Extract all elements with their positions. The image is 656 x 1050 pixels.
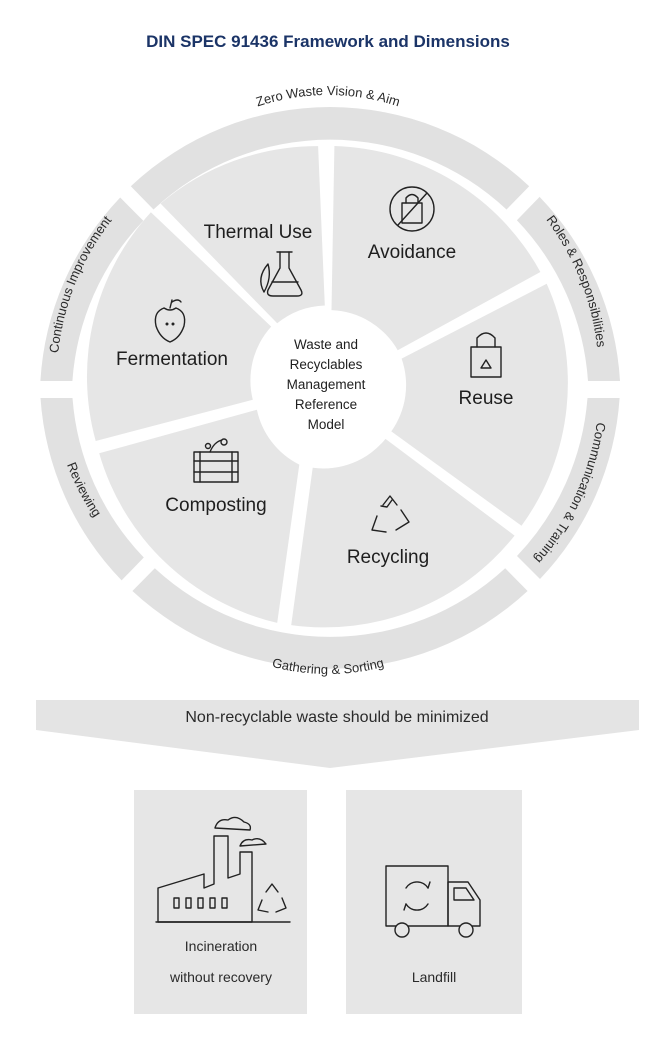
ring-segment-reviewing	[40, 398, 144, 581]
segment-composting[interactable]	[99, 409, 300, 623]
segment-reuse[interactable]	[391, 283, 568, 526]
segment-avoidance[interactable]	[331, 146, 541, 351]
apple-core-icon	[154, 299, 186, 343]
ring-segment-zero-waste	[130, 107, 530, 210]
shopping-bag-crossed-icon	[389, 186, 435, 232]
recycle-icon	[371, 495, 410, 533]
landfill-label: Landfill	[412, 969, 456, 985]
factory-icon	[155, 816, 291, 923]
center-line-3: Management	[287, 377, 366, 392]
segment-label-thermal-use: Thermal Use	[204, 222, 313, 243]
segment-thermal-use[interactable]	[160, 146, 325, 324]
ring-segment-roles	[516, 196, 620, 381]
center-line-2: Recyclables	[290, 357, 363, 372]
center-circle	[253, 312, 399, 458]
segment-label-composting: Composting	[165, 495, 266, 516]
ring-label-zero-waste: Zero Waste Vision & Aim	[254, 83, 402, 109]
segment-label-fermentation: Fermentation	[116, 349, 228, 370]
ring-segment-continuous	[40, 197, 144, 381]
incineration-label-line-1: Incineration	[185, 938, 257, 954]
segment-label-avoidance: Avoidance	[368, 242, 456, 263]
ring-label-gathering: Gathering & Sorting	[271, 655, 386, 677]
reusable-bag-icon	[470, 332, 502, 378]
center-line-1: Waste and	[294, 337, 358, 352]
flask-leaf-icon	[260, 251, 303, 297]
incineration-label-line-2: without recovery	[169, 969, 272, 985]
recycling-truck-icon	[385, 865, 481, 938]
center-line-4: Reference	[295, 397, 357, 412]
segment-recycling[interactable]	[291, 438, 515, 628]
landfill-box	[346, 790, 522, 1014]
segment-label-reuse: Reuse	[459, 388, 514, 409]
center-label: Waste and Recyclables Management Referen…	[287, 337, 366, 432]
inner-pie	[86, 146, 568, 628]
banner-arrow	[36, 700, 639, 768]
page-title: DIN SPEC 91436 Framework and Dimensions	[146, 32, 510, 51]
center-line-5: Model	[308, 417, 345, 432]
segment-fermentation[interactable]	[86, 212, 272, 441]
ring-segment-gathering	[132, 568, 528, 669]
banner-text: Non-recyclable waste should be minimized	[185, 709, 488, 726]
segment-label-recycling: Recycling	[347, 547, 429, 568]
compost-bin-icon	[193, 438, 239, 483]
ring-segment-communication	[517, 398, 620, 579]
incineration-box	[134, 790, 307, 1014]
outer-ring	[40, 107, 620, 669]
